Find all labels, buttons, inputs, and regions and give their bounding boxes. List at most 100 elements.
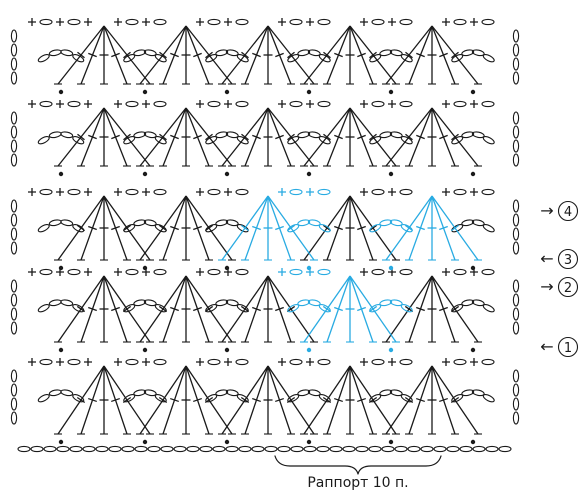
chain-stitch-symbol	[72, 224, 85, 233]
double-crochet-bar	[439, 306, 448, 312]
chain-stitch-symbol	[37, 136, 50, 145]
double-crochet-bar	[123, 133, 131, 141]
chain-stitch-symbol	[10, 307, 18, 321]
chain-stitch-symbol	[318, 304, 331, 313]
chain-stitch-symbol	[471, 131, 485, 139]
chain-stitch-symbol	[67, 100, 81, 108]
double-crochet-bar	[158, 224, 168, 232]
single-crochet-symbol	[142, 18, 150, 26]
chain-stitch-symbol	[481, 18, 495, 26]
chain-stitch-symbol	[459, 445, 473, 453]
chain-stitch-symbol	[147, 445, 161, 453]
slip-stitch-symbol	[306, 347, 312, 353]
single-crochet-symbol	[84, 100, 92, 108]
chain-stitch-symbol	[389, 389, 403, 397]
chain-stitch-symbol	[207, 358, 221, 366]
chain-stitch-symbol	[371, 18, 385, 26]
chain-stitch-symbol	[154, 394, 167, 403]
slip-stitch-symbol	[142, 439, 148, 445]
chain-stitch-symbol	[225, 299, 239, 307]
chain-stitch-symbol	[10, 227, 18, 241]
double-crochet-bar	[193, 225, 202, 231]
single-crochet-symbol	[114, 100, 122, 108]
double-crochet-bar	[111, 306, 120, 312]
slip-stitch-symbol	[224, 89, 230, 95]
chain-stitch-symbol	[433, 445, 447, 453]
single-crochet-symbol	[114, 18, 122, 26]
double-crochet-bar	[252, 225, 261, 231]
chain-stitch-symbol	[481, 268, 495, 276]
single-crochet-symbol	[388, 188, 396, 196]
slip-stitch-symbol	[306, 171, 312, 177]
stitch-pattern	[10, 18, 520, 445]
double-crochet-bar	[405, 133, 413, 141]
chain-stitch-symbol	[143, 131, 157, 139]
slip-stitch-symbol	[142, 89, 148, 95]
double-crochet-bar	[88, 134, 97, 140]
chain-stitch-symbol	[307, 219, 321, 227]
chain-stitch-symbol	[482, 224, 495, 233]
single-crochet-symbol	[142, 358, 150, 366]
chain-stitch-symbol	[69, 445, 83, 453]
single-crochet-symbol	[278, 100, 286, 108]
chain-stitch-symbol	[485, 445, 499, 453]
chain-stitch-symbol	[236, 136, 249, 145]
chain-stitch-symbol	[215, 219, 229, 227]
chain-stitch-symbol	[125, 358, 139, 366]
double-crochet-bar	[88, 397, 97, 403]
single-crochet-symbol	[470, 18, 478, 26]
chain-stitch-symbol	[289, 358, 303, 366]
chain-stitch-symbol	[125, 188, 139, 196]
chain-stitch-symbol	[512, 307, 520, 321]
double-crochet-bar	[77, 51, 85, 59]
chain-stitch-symbol	[289, 188, 303, 196]
chain-stitch-symbol	[48, 219, 62, 227]
chain-stitch-symbol	[355, 445, 369, 453]
chain-stitch-symbol	[461, 389, 475, 397]
chain-stitch-symbol	[512, 383, 520, 397]
chain-stitch-symbol	[318, 224, 331, 233]
chain-stitch-symbol	[67, 18, 81, 26]
chain-stitch-symbol	[56, 445, 70, 453]
double-crochet-bar	[357, 52, 366, 58]
foundation-chain	[17, 445, 512, 453]
double-crochet-bar	[286, 224, 296, 232]
chain-stitch-symbol	[482, 136, 495, 145]
single-crochet-symbol	[442, 268, 450, 276]
chain-stitch-symbol	[400, 394, 413, 403]
double-crochet-bar	[334, 134, 343, 140]
chain-stitch-symbol	[67, 358, 81, 366]
row-number-circle-2	[557, 276, 579, 298]
chain-stitch-symbol	[173, 445, 187, 453]
single-crochet-symbol	[278, 268, 286, 276]
highlighted-repeat	[218, 188, 482, 353]
chain-stitch-symbol	[121, 445, 135, 453]
chain-stitch-symbol	[318, 394, 331, 403]
double-crochet-bar	[275, 225, 284, 231]
single-crochet-symbol	[388, 18, 396, 26]
slip-stitch-symbol	[388, 171, 394, 177]
chain-stitch-symbol	[108, 445, 122, 453]
chain-stitch-symbol	[10, 383, 18, 397]
single-crochet-symbol	[442, 18, 450, 26]
double-crochet-bar	[252, 134, 261, 140]
single-crochet-symbol	[28, 18, 36, 26]
chain-stitch-symbol	[512, 293, 520, 307]
single-crochet-symbol	[470, 358, 478, 366]
chain-stitch-symbol	[10, 125, 18, 139]
chain-stitch-symbol	[379, 219, 393, 227]
chain-stitch-symbol	[235, 18, 249, 26]
chain-stitch-symbol	[317, 358, 331, 366]
row-marker-2: → 2	[540, 276, 579, 298]
chain-stitch-symbol	[39, 358, 53, 366]
chain-stitch-symbol	[399, 188, 413, 196]
chain-stitch-symbol	[125, 100, 139, 108]
chain-stitch-symbol	[512, 43, 520, 57]
double-crochet-bar	[416, 306, 425, 312]
chain-stitch-symbol	[400, 304, 413, 313]
chain-stitch-symbol	[400, 54, 413, 63]
chain-stitch-symbol	[67, 188, 81, 196]
chain-stitch-symbol	[30, 445, 44, 453]
chain-stitch-symbol	[453, 188, 467, 196]
chain-stitch-symbol	[225, 389, 239, 397]
